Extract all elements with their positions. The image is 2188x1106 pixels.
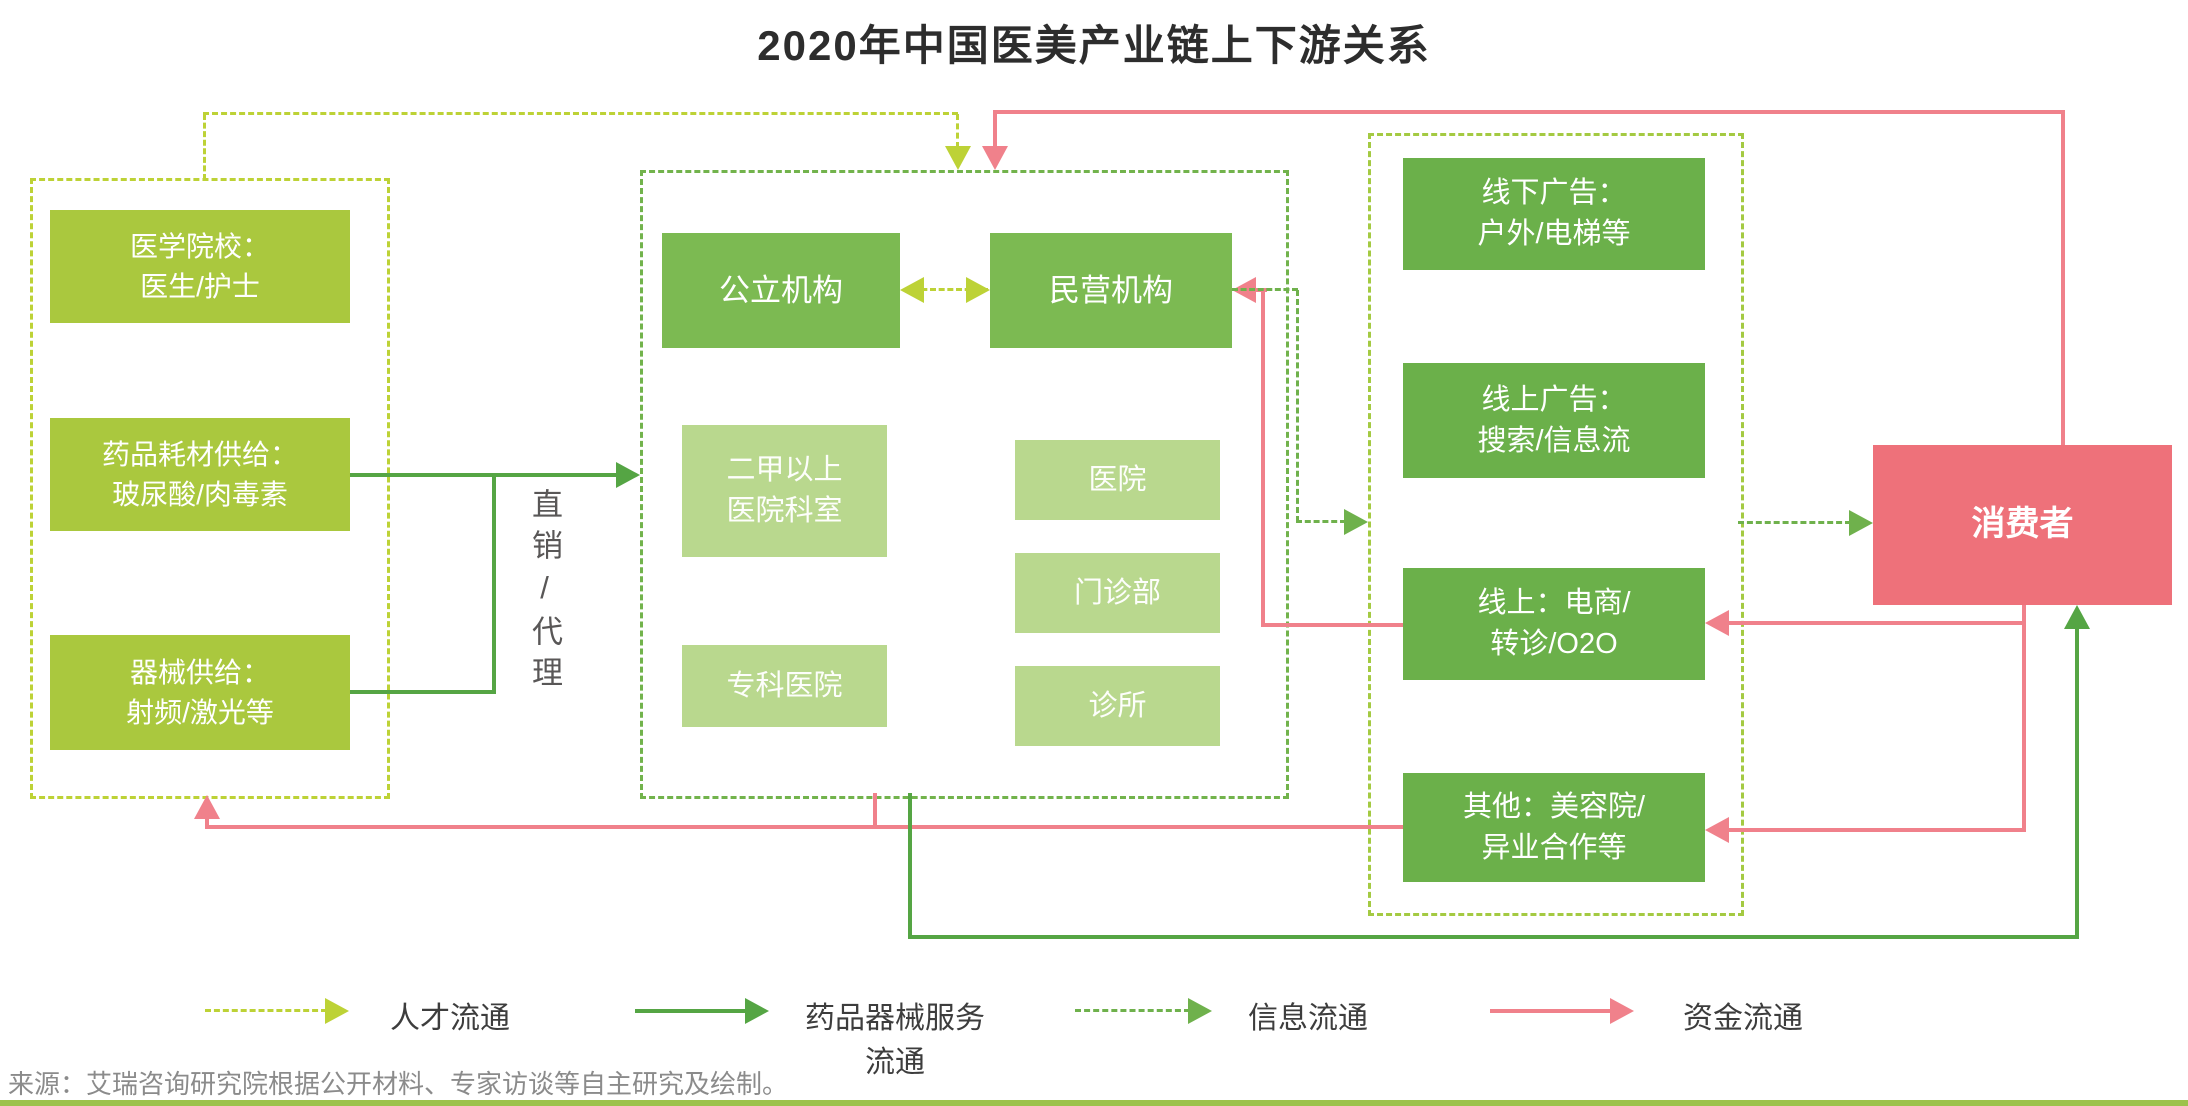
node-private-institutions: 民营机构 (990, 233, 1232, 348)
node-hospitals: 医院 (1015, 440, 1220, 520)
node-outpatient-departments: 门诊部 (1015, 553, 1220, 633)
node-label: 门诊部 (1073, 576, 1161, 609)
legend-item-goods-flow: 药品器械服务 流通 (795, 993, 995, 1081)
bottom-border-line (0, 1100, 2188, 1106)
node-label: 消费者 (1971, 505, 2074, 544)
talent-flow-line (203, 114, 206, 180)
goods-flow-line (2075, 629, 2079, 939)
node-label: 医生/护士 (140, 270, 260, 302)
talent-flow-arrowhead (900, 277, 924, 303)
legend-goods-flow-line (635, 1009, 747, 1013)
legend-label-line: 药品器械服务 (805, 1002, 985, 1035)
money-flow-line (993, 112, 997, 148)
legend-money-flow-arrowhead (1610, 998, 1634, 1024)
node-other-channels: 其他：美容院/ 异业合作等 (1403, 773, 1705, 882)
money-flow-line (1727, 621, 2024, 625)
node-public-institutions: 公立机构 (662, 233, 900, 348)
info-flow-line (1738, 521, 1851, 524)
money-flow-line (205, 816, 209, 827)
node-label: 线下广告： (1481, 177, 1627, 210)
node-label: 诊所 (1088, 689, 1147, 722)
goods-flow-line (908, 935, 2079, 939)
info-flow-line (1232, 288, 1298, 291)
node-consumer: 消费者 (1873, 445, 2172, 605)
node-label: 医学院校： (129, 231, 270, 263)
node-medical-schools: 医学院校： 医生/护士 (50, 210, 350, 323)
talent-flow-line (956, 114, 959, 148)
node-grade2a-departments: 二甲以上 医院科室 (682, 425, 887, 557)
goods-flow-arrowhead (616, 462, 640, 488)
money-flow-arrowhead (194, 795, 220, 819)
node-label: 公立机构 (719, 272, 843, 308)
node-label: 转诊/O2O (1490, 628, 1618, 660)
node-device-supply: 器械供给： 射频/激光等 (50, 635, 350, 750)
legend-info-flow-line (1075, 1009, 1190, 1012)
node-online-ads: 线上广告： 搜索/信息流 (1403, 363, 1705, 478)
legend-item-money-flow: 资金流通 (1683, 1002, 1803, 1035)
money-flow-arrowhead (1705, 817, 1729, 843)
node-label: 线上广告： (1481, 383, 1627, 416)
money-flow-line (1261, 288, 1265, 627)
info-flow-arrowhead (1849, 510, 1873, 536)
node-label: 射频/激光等 (126, 696, 274, 728)
node-label: 专科医院 (726, 669, 843, 702)
node-label: 药品耗材供给： (101, 439, 298, 471)
money-flow-line (993, 110, 2065, 114)
money-flow-line (873, 793, 877, 827)
money-flow-arrowhead (1705, 610, 1729, 636)
legend-talent-flow-arrowhead (325, 998, 349, 1024)
diagram-title: 2020年中国医美产业链上下游关系 (757, 22, 1431, 69)
node-label: 医院科室 (726, 495, 843, 527)
goods-flow-line (492, 473, 618, 477)
node-label: 医院 (1088, 463, 1147, 496)
money-flow-line (1727, 828, 2026, 832)
node-label: 其他：美容院/ (1462, 790, 1646, 823)
node-label: 民营机构 (1049, 272, 1173, 308)
node-label: 搜索/信息流 (1477, 424, 1631, 457)
talent-flow-line (904, 288, 988, 291)
info-flow-arrowhead (1344, 509, 1368, 535)
money-flow-line (2022, 605, 2026, 832)
goods-flow-arrowhead (2064, 605, 2090, 629)
legend-label-line: 流通 (865, 1046, 925, 1079)
goods-flow-line (492, 473, 496, 694)
source-note: 来源：艾瑞咨询研究院根据公开材料、专家访谈等自主研究及绘制。 (8, 1069, 789, 1099)
money-flow-line (1261, 623, 1403, 627)
node-drug-supply: 药品耗材供给： 玻尿酸/肉毒素 (50, 418, 350, 531)
node-label: 二甲以上 (726, 454, 843, 487)
marketing-channels-group (1368, 133, 1744, 916)
direct-sales-agency-label: 直销/代理 (527, 488, 562, 697)
node-label: 器械供给： (129, 657, 270, 689)
node-label: 线上：电商/ (1477, 587, 1631, 620)
info-flow-line (1296, 290, 1299, 522)
money-flow-line (205, 825, 1403, 829)
legend-goods-flow-arrowhead (745, 998, 769, 1024)
money-flow-line (2061, 112, 2065, 445)
node-clinics: 诊所 (1015, 666, 1220, 746)
node-label: 异业合作等 (1481, 831, 1627, 864)
node-specialty-hospitals: 专科医院 (682, 645, 887, 727)
goods-flow-line (908, 793, 912, 939)
talent-flow-arrowhead (966, 277, 990, 303)
legend-item-talent-flow: 人才流通 (390, 1002, 510, 1035)
money-flow-arrowhead (982, 146, 1008, 170)
node-label: 玻尿酸/肉毒素 (112, 478, 288, 510)
goods-flow-line (350, 473, 496, 477)
node-online-ecommerce: 线上：电商/ 转诊/O2O (1403, 568, 1705, 680)
node-label: 户外/电梯等 (1477, 218, 1631, 250)
institutions-group (640, 170, 1289, 799)
goods-flow-line (350, 690, 496, 694)
talent-flow-line (203, 112, 958, 115)
legend-talent-flow-line (205, 1009, 327, 1012)
node-offline-ads: 线下广告： 户外/电梯等 (1403, 158, 1705, 270)
legend-money-flow-line (1490, 1009, 1612, 1013)
info-flow-line (1296, 520, 1346, 523)
talent-flow-arrowhead (945, 146, 971, 170)
legend-item-info-flow: 信息流通 (1248, 1002, 1368, 1035)
legend-info-flow-arrowhead (1188, 998, 1212, 1024)
